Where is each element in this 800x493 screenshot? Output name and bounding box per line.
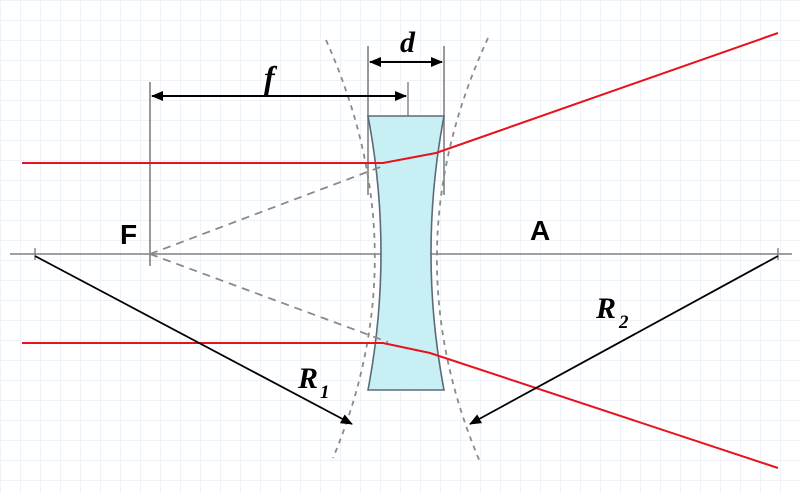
label-focal-point: F — [120, 219, 137, 250]
label-radius2: R — [595, 292, 616, 325]
ray-lower — [22, 342, 779, 469]
virtual-ray-lower — [149, 253, 389, 343]
biconcave-lens — [367, 115, 445, 391]
curvature-arc-right — [436, 37, 489, 463]
label-radius1-subscript: 1 — [320, 382, 330, 403]
label-thickness: d — [400, 26, 416, 59]
label-radius1: R — [297, 362, 318, 395]
virtual-ray-upper — [149, 165, 384, 255]
label-focal-length: f — [264, 59, 278, 95]
ray-upper — [22, 32, 779, 164]
radius2-arrow — [469, 255, 779, 425]
label-vertex: A — [530, 215, 550, 246]
radius1-arrow — [34, 255, 353, 425]
label-radius2-subscript: 2 — [618, 312, 629, 333]
